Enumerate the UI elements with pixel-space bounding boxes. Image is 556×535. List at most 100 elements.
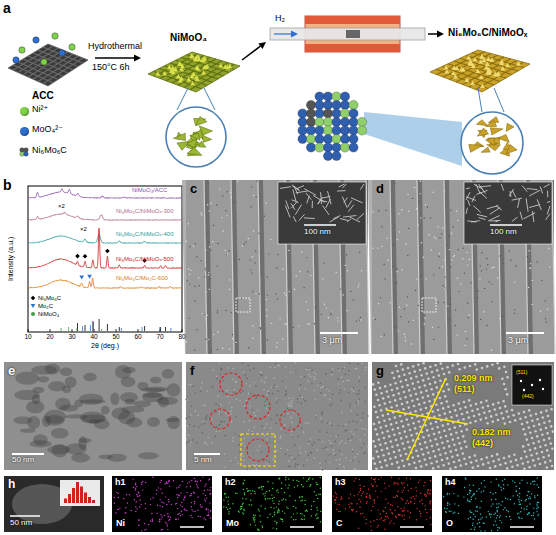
atomic-column bbox=[396, 370, 399, 373]
lattice-noise bbox=[342, 425, 344, 427]
fft-spot bbox=[523, 389, 525, 391]
axis-tick bbox=[116, 329, 117, 332]
cluster-atom bbox=[349, 134, 358, 143]
surface-texture bbox=[373, 317, 374, 318]
surface-texture bbox=[196, 329, 197, 330]
atomic-column bbox=[502, 400, 505, 403]
surface-texture bbox=[212, 241, 213, 242]
surface-texture bbox=[225, 310, 226, 311]
atomic-column bbox=[488, 410, 491, 413]
lattice-noise bbox=[316, 450, 318, 452]
nimoo4-sheet-weave bbox=[178, 61, 222, 86]
surface-texture bbox=[264, 216, 265, 217]
surface-texture bbox=[350, 291, 351, 292]
element-signal bbox=[208, 514, 209, 515]
atomic-column bbox=[515, 459, 518, 462]
atomic-column bbox=[392, 428, 395, 431]
surface-texture bbox=[531, 304, 532, 305]
atomic-column bbox=[457, 363, 460, 366]
element-signal bbox=[191, 493, 192, 494]
surface-texture bbox=[243, 244, 244, 245]
surface-texture bbox=[216, 265, 217, 266]
cluster-atom bbox=[323, 143, 332, 152]
lattice-noise bbox=[287, 403, 289, 405]
atomic-column bbox=[408, 389, 411, 392]
atomic-column bbox=[400, 380, 403, 383]
element-signal bbox=[198, 496, 199, 497]
atomic-column bbox=[504, 405, 507, 408]
lattice-noise bbox=[218, 405, 220, 407]
nimoo4-sheet-flake bbox=[177, 61, 182, 66]
lattice-noise bbox=[335, 435, 337, 437]
nanosheet-edge bbox=[344, 197, 348, 203]
cluster-atom bbox=[340, 117, 349, 126]
surface-texture bbox=[442, 228, 443, 229]
cluster-atom bbox=[332, 151, 341, 160]
atomic-column bbox=[446, 400, 449, 403]
surface-texture bbox=[396, 271, 397, 272]
cluster-atom bbox=[349, 100, 358, 109]
surface-texture bbox=[189, 274, 190, 275]
surface-texture bbox=[189, 246, 190, 247]
element-signal bbox=[180, 492, 181, 493]
atomic-column bbox=[545, 410, 548, 413]
nanosheet-edge bbox=[318, 198, 322, 205]
atomic-column bbox=[374, 445, 377, 448]
surface-texture bbox=[447, 305, 448, 306]
carbon-fiber bbox=[368, 180, 393, 354]
nanosheet-shadow bbox=[107, 454, 126, 462]
atomic-column bbox=[437, 409, 440, 412]
surface-texture bbox=[411, 343, 412, 344]
lattice-noise bbox=[207, 390, 209, 392]
atomic-column bbox=[442, 424, 445, 427]
surface-texture bbox=[378, 303, 379, 304]
lattice-noise bbox=[234, 433, 236, 435]
lattice-noise bbox=[288, 460, 290, 462]
atomic-column bbox=[430, 462, 433, 465]
lattice-noise bbox=[269, 441, 271, 443]
carbon-cloth-weave bbox=[43, 58, 83, 84]
surface-texture bbox=[277, 254, 278, 255]
lattice-noise bbox=[338, 425, 340, 427]
lattice-noise bbox=[198, 415, 200, 417]
nanosheet-edge bbox=[520, 212, 522, 220]
surface-texture bbox=[439, 237, 440, 238]
lattice-noise bbox=[271, 386, 273, 388]
surface-texture bbox=[219, 188, 220, 189]
lattice-noise bbox=[272, 393, 274, 395]
atomic-column bbox=[533, 425, 536, 428]
surface-texture bbox=[372, 211, 373, 212]
atomic-column bbox=[518, 412, 521, 415]
surface-texture bbox=[426, 278, 427, 279]
element-signal bbox=[179, 485, 180, 486]
lattice-noise bbox=[248, 429, 250, 431]
element-signal bbox=[138, 492, 139, 493]
scale-bar bbox=[304, 224, 336, 226]
atomic-column bbox=[463, 458, 466, 461]
lattice-noise bbox=[367, 446, 369, 448]
element-signal bbox=[135, 488, 136, 489]
cluster-circle bbox=[247, 439, 269, 461]
element-signal bbox=[133, 487, 134, 488]
element-signal bbox=[206, 508, 207, 509]
surface-texture bbox=[514, 313, 515, 314]
atomic-column bbox=[408, 446, 411, 449]
atomic-column bbox=[523, 468, 526, 471]
lattice-noise bbox=[352, 387, 354, 389]
element-signal bbox=[164, 515, 165, 516]
surface-texture bbox=[433, 339, 434, 340]
atomic-column bbox=[439, 454, 442, 457]
lattice-noise bbox=[362, 417, 364, 419]
element-signal bbox=[189, 495, 190, 496]
nimoo4-sheet-flake bbox=[170, 65, 175, 70]
atomic-column bbox=[459, 408, 462, 411]
atomic-column bbox=[509, 421, 512, 424]
atomic-column bbox=[390, 423, 393, 426]
lattice-noise bbox=[311, 383, 313, 385]
lattice-noise bbox=[244, 438, 246, 440]
element-signal bbox=[119, 507, 120, 508]
atomic-column bbox=[539, 446, 542, 449]
atomic-column bbox=[452, 438, 455, 441]
lattice-noise bbox=[193, 385, 195, 387]
